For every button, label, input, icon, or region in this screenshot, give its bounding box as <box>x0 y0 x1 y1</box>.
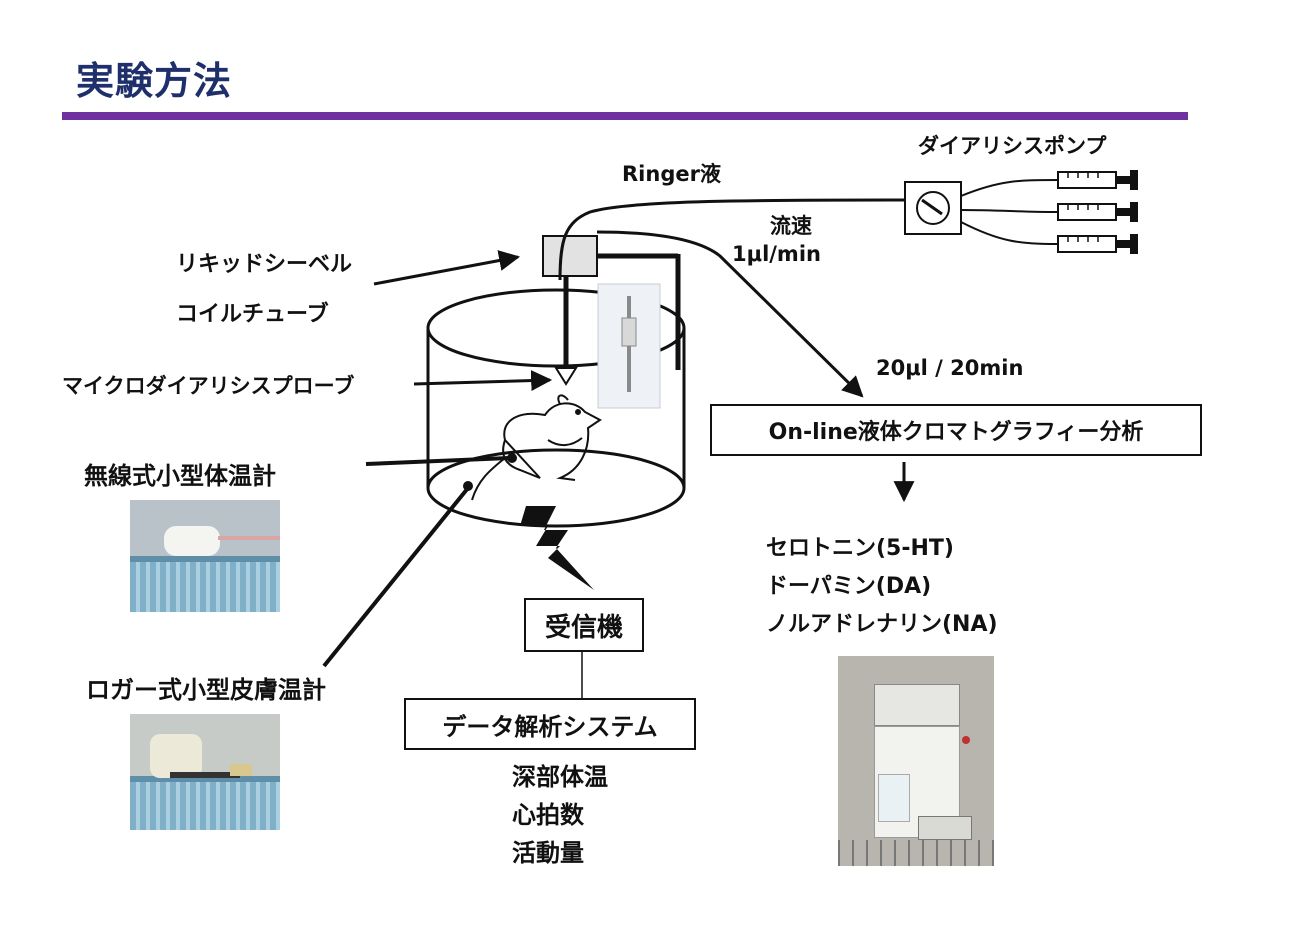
liquid-swivel-block <box>542 235 598 277</box>
dialysis-pump <box>904 179 1059 245</box>
wireless-thermometer-photo <box>130 500 280 612</box>
probe-label: マイクロダイアリシスプローブ <box>62 374 355 398</box>
title-divider <box>62 112 1188 120</box>
probe-photo <box>597 283 661 409</box>
measure-activity: 活動量 <box>512 839 584 867</box>
receiver-box: 受信機 <box>524 598 644 652</box>
pump-label: ダイアリシスポンプ <box>918 134 1107 158</box>
ringer-label: Ringer液 <box>622 162 721 186</box>
data-analysis-box: データ解析システム <box>404 698 696 750</box>
logger-thermometer-photo <box>130 714 280 830</box>
wireless-pointer <box>365 456 511 466</box>
swivel-pointer <box>373 250 521 286</box>
measure-heart-rate: 心拍数 <box>512 801 584 829</box>
inflow-tubing <box>558 198 906 281</box>
rat-sketch <box>471 394 602 501</box>
sample-rate-label: 20μl / 20min <box>876 356 1024 380</box>
probe-pointer <box>413 370 553 392</box>
outflow-tubing <box>596 230 864 398</box>
logger-pointer <box>322 486 470 668</box>
wireless-thermometer-label: 無線式小型体温計 <box>84 462 276 490</box>
analyte-dopamine: ドーパミン(DA) <box>766 574 932 599</box>
logger-thermometer-label: ロガー式小型皮膚温計 <box>86 676 326 704</box>
analyte-noradrenaline: ノルアドレナリン(NA) <box>766 612 998 637</box>
analyte-serotonin: セロトニン(5-HT) <box>766 536 954 561</box>
hplc-analysis-box: On-line液体クロマトグラフィー分析 <box>710 404 1202 456</box>
slide-title: 実験方法 <box>76 59 233 103</box>
flow-rate-value: 1μl/min <box>732 242 821 266</box>
syringes <box>1057 170 1138 254</box>
coil-tube-label: コイルチューブ <box>176 302 329 327</box>
flow-rate-label: 流速 <box>770 214 812 238</box>
hplc-instrument-photo <box>838 656 994 866</box>
signal-bolt-icon <box>520 506 594 590</box>
liquid-swivel-label: リキッドシーベル <box>176 252 353 277</box>
probe-tip-icon <box>554 367 578 386</box>
analytes-list: セロトニン(5-HT) ドーパミン(DA) ノルアドレナリン(NA) <box>766 530 998 644</box>
measures-list: 深部体温 心拍数 活動量 <box>512 758 608 872</box>
measure-core-temp: 深部体温 <box>512 763 608 791</box>
